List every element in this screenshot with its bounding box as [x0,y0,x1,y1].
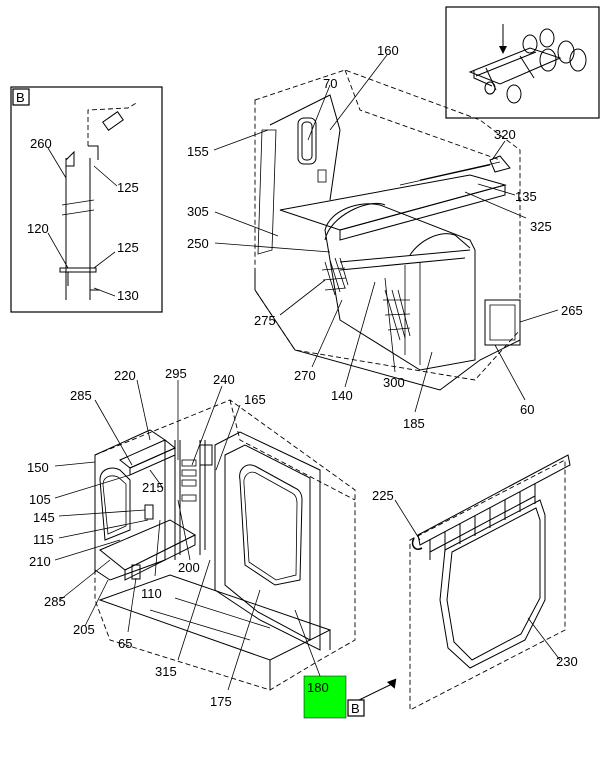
ref-b-tag [347,699,365,717]
label-155: 155 [187,144,209,159]
label-65: 65 [118,636,132,651]
highlight-box [303,675,347,719]
label-325: 325 [530,219,552,234]
label-120: 120 [27,221,49,236]
label-210: 210 [29,554,51,569]
label-110: 110 [141,586,162,601]
label-230: 230 [556,654,578,669]
label-250: 250 [187,236,209,251]
net-hatching [321,257,411,341]
label-300: 300 [383,375,405,390]
label-275: 275 [254,313,276,328]
label-140: 140 [331,388,353,403]
label-165: 165 [244,392,266,407]
label-265: 265 [561,303,583,318]
locator-frame [445,6,600,119]
label-105: 105 [29,492,51,507]
label-305: 305 [187,204,209,219]
label-295: 295 [165,366,187,381]
label-320: 320 [494,127,516,142]
label-145: 145 [33,510,55,525]
label-260: 260 [30,136,52,151]
label-315: 315 [155,664,177,679]
locator-inset [445,6,600,119]
label-150: 150 [27,460,49,475]
lower-leaders [54,379,321,691]
label-175: 175 [210,694,232,709]
upper-assembly [254,69,521,391]
label-135: 135 [515,189,537,204]
label-115: 115 [33,532,54,547]
label-60: 60 [520,402,534,417]
label-70: 70 [323,76,337,91]
label-285-lower: 285 [44,594,66,609]
detail-b-inset: B 260 125 120 125 130 [10,86,163,313]
truck-chassis-locator-icon [468,24,587,104]
label-270: 270 [294,368,316,383]
detail-b-tag-label: B [16,90,25,105]
label-285-upper: 285 [70,388,92,403]
ref-b-label: B [351,701,360,716]
label-125-lower: 125 [117,240,139,255]
highlight-callout: 180 B [303,675,397,719]
label-205: 205 [73,622,95,637]
label-225: 225 [372,488,394,503]
detail-b-tag [12,88,30,106]
label-185: 185 [403,416,425,431]
curtain-panel [409,454,571,711]
detail-b-frame [10,86,163,313]
label-160: 160 [377,43,399,58]
upper-leaders [213,54,559,413]
label-200: 200 [178,560,200,575]
label-180: 180 [307,680,329,695]
label-125-upper: 125 [117,180,139,195]
label-220: 220 [114,368,136,383]
lower-assembly [94,399,356,691]
label-215: 215 [142,480,164,495]
label-240: 240 [213,372,235,387]
label-130: 130 [117,288,139,303]
